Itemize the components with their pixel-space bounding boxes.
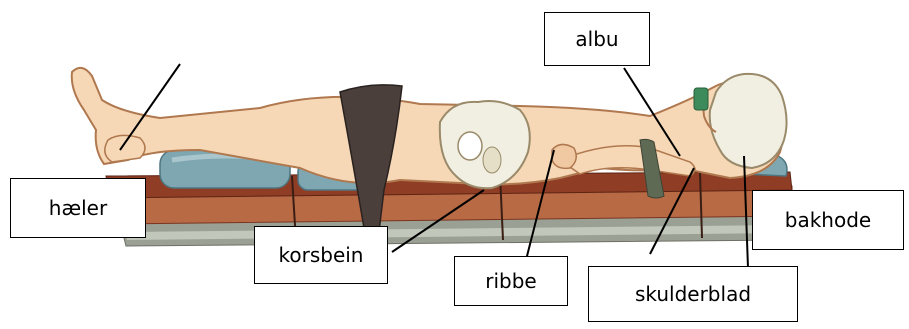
pelvis-opening [458, 132, 482, 160]
head-shape [710, 74, 787, 168]
label-skulderblad: skulderblad [588, 266, 798, 322]
sacrum [483, 147, 501, 173]
airway-tube [694, 88, 708, 110]
label-korsbein: korsbein [254, 226, 388, 284]
label-ribbe: ribbe [454, 256, 568, 306]
label-bakhode: bakhode [752, 190, 904, 250]
hand [552, 144, 576, 168]
label-haeler: hæler [10, 178, 146, 238]
label-albu: albu [544, 12, 650, 66]
foot [105, 135, 145, 162]
